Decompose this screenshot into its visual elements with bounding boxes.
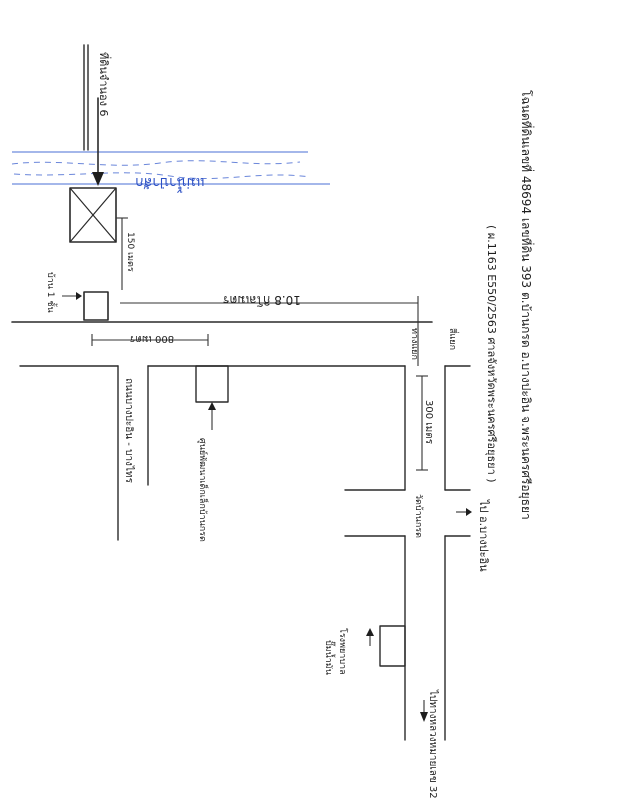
header-line-2: ( ผ.1163 E550/2563 ศาลจังหวัดพระนครศรีอย… <box>485 225 498 483</box>
road-left-label: ถนนบางปะอิน - บางไทร <box>123 378 135 484</box>
bottom-right-label: ไปทางหลวงหมายเลข 32 <box>427 689 439 799</box>
dim-800-label: 800 เมตร <box>129 333 174 344</box>
right-arrow-head-icon <box>466 508 472 516</box>
dim-150-label: 150 เมตร <box>125 232 135 272</box>
top-left-label: ที่ดินจำนอง 6 <box>97 52 112 117</box>
temple-label: วัดบ้านกรด <box>413 494 424 538</box>
property-box <box>69 187 117 243</box>
junction-right-sub: ทางแยก <box>409 328 419 360</box>
property-box-x2 <box>69 187 117 243</box>
river-label: แม่น้ำป่าสัก <box>135 174 204 193</box>
school-label: ศูนย์พัฒนาเด็กเล็กบ้านกรด <box>197 438 210 542</box>
school-arrow-head-icon <box>208 402 216 410</box>
dim-10-8-label: 10.8 กิโลเมตร <box>223 293 301 307</box>
junction-right-label: สี่แยก <box>447 328 460 350</box>
header-line-1: โฉนดที่ดินเลขที่ 48694 เลขที่ดิน 393 ต.บ… <box>518 90 535 520</box>
hospital-arrow-head-icon <box>366 628 374 636</box>
gas-label: ปั๊มน้ำมัน <box>323 640 336 675</box>
dim-300-label: 300 เมตร <box>423 400 434 445</box>
bottom-right-arrow-head-icon <box>420 712 428 722</box>
house-label: บ้าน 1 ชั้น <box>45 272 58 313</box>
right-arrow-label: ไป อ.บางปะอิน <box>477 499 490 572</box>
river-wave-2 <box>13 172 311 180</box>
hospital-box <box>379 625 406 667</box>
house-box <box>83 291 109 321</box>
property-arrow-head-icon <box>92 172 104 186</box>
school-box <box>195 365 229 403</box>
house-arrow-head-icon <box>76 292 82 300</box>
river-wave-1 <box>11 160 301 166</box>
hospital-label: โรงพยาบาล <box>337 628 348 675</box>
